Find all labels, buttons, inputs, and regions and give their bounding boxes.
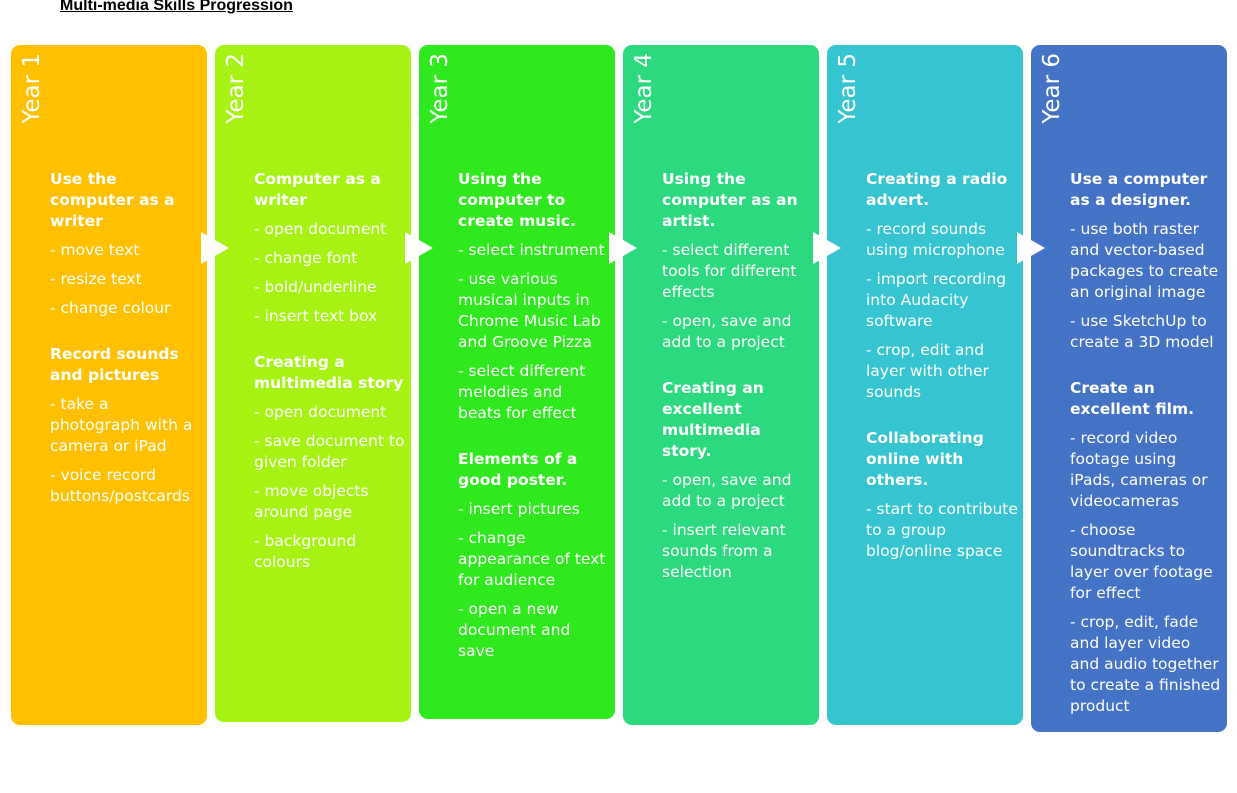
- skill-item: - select instrument: [458, 241, 605, 259]
- skill-item: - choose soundtracks to layer over foota…: [1070, 521, 1213, 602]
- year-column-3: Year 3 Using the computer to create music…: [419, 45, 615, 719]
- skill-section: Record sounds and pictures - take a photo…: [50, 344, 202, 507]
- year-content: Using the computer to create music. - sel…: [458, 169, 610, 662]
- skill-item: - record video footage using iPads, came…: [1070, 429, 1208, 510]
- year-label: Year 6: [1039, 53, 1065, 124]
- section-heading: Collaborating online with others.: [866, 429, 984, 489]
- year-content: Use the computer as a writer - move text -…: [50, 169, 202, 507]
- year-column-2: Year 2 Computer as a writer - open documen…: [215, 45, 411, 722]
- page-title: Multi-media Skills Progression: [60, 0, 293, 14]
- skill-item: - insert relevant sounds from a selectio…: [662, 521, 786, 581]
- progression-arrow-icon: [1017, 232, 1045, 264]
- section-heading: Computer as a writer: [254, 170, 381, 209]
- year-content: Computer as a writer - open document - cha…: [254, 169, 406, 573]
- section-heading: Record sounds and pictures: [50, 345, 179, 384]
- skill-item: - crop, edit and layer with other sounds: [866, 341, 989, 401]
- skill-section: Use a computer as a designer. - use both …: [1070, 169, 1222, 353]
- skill-item: - change appearance of text for audience: [458, 529, 606, 589]
- skill-item: - open, save and add to a project: [662, 312, 792, 351]
- progression-arrow-icon: [405, 232, 433, 264]
- section-heading: Use a computer as a designer.: [1070, 170, 1208, 209]
- skill-section: Creating a radio advert. - record sounds …: [866, 169, 1018, 403]
- skill-item: - voice record buttons/postcards: [50, 466, 190, 505]
- skill-section: Using the computer to create music. - sel…: [458, 169, 610, 424]
- skill-section: Collaborating online with others. - start…: [866, 428, 1018, 562]
- skill-item: - use SketchUp to create a 3D model: [1070, 312, 1214, 351]
- year-content: Using the computer as an artist. - select…: [662, 169, 814, 583]
- year-column-1: Year 1 Use the computer as a writer - move…: [11, 45, 207, 725]
- skill-item: - crop, edit, fade and layer video and a…: [1070, 613, 1221, 715]
- section-heading: Creating an excellent multimedia story.: [662, 379, 764, 460]
- skill-item: - record sounds using microphone: [866, 220, 1005, 259]
- year-content: Creating a radio advert. - record sounds …: [866, 169, 1018, 562]
- skill-item: - start to contribute to a group blog/on…: [866, 500, 1018, 560]
- year-content: Use a computer as a designer. - use both …: [1070, 169, 1222, 717]
- year-column-5: Year 5 Creating a radio advert. - record s…: [827, 45, 1023, 725]
- skill-section: Elements of a good poster. - insert pictu…: [458, 449, 610, 662]
- skill-item: - open document: [254, 403, 387, 421]
- skill-item: - import recording into Audacity softwar…: [866, 270, 1007, 330]
- skill-item: - select different tools for different e…: [662, 241, 797, 301]
- skill-item: - select different melodies and beats fo…: [458, 362, 586, 422]
- progression-arrow-icon: [201, 232, 229, 264]
- skill-item: - open a new document and save: [458, 600, 571, 660]
- skill-section: Using the computer as an artist. - select…: [662, 169, 814, 353]
- year-label: Year 5: [835, 53, 861, 124]
- skill-item: - insert text box: [254, 307, 378, 325]
- year-label: Year 4: [631, 53, 657, 124]
- skill-section: Creating an excellent multimedia story. -…: [662, 378, 814, 583]
- year-label: Year 3: [427, 53, 453, 124]
- skill-item: - use various musical inputs in Chrome M…: [458, 270, 601, 351]
- skill-item: - move objects around page: [254, 482, 369, 521]
- section-heading: Creating a radio advert.: [866, 170, 1008, 209]
- year-column-6: Year 6 Use a computer as a designer. - use…: [1031, 45, 1227, 732]
- skill-item: - insert pictures: [458, 500, 580, 518]
- section-heading: Create an excellent film.: [1070, 379, 1195, 418]
- skill-item: - move text: [50, 241, 140, 259]
- skill-section: Computer as a writer - open document - cha…: [254, 169, 406, 327]
- skill-section: Creating a multimedia story - open docume…: [254, 352, 406, 573]
- section-heading: Using the computer as an artist.: [662, 170, 798, 230]
- year-column-4: Year 4 Using the computer as an artist. - …: [623, 45, 819, 725]
- section-heading: Use the computer as a writer: [50, 170, 175, 230]
- skill-item: - change font: [254, 249, 358, 267]
- skill-item: - take a photograph with a camera or iPa…: [50, 395, 193, 455]
- progression-arrow-icon: [609, 232, 637, 264]
- section-heading: Using the computer to create music.: [458, 170, 576, 230]
- section-heading: Elements of a good poster.: [458, 450, 578, 489]
- year-label: Year 2: [223, 53, 249, 124]
- skill-item: - open document: [254, 220, 387, 238]
- skill-item: - change colour: [50, 299, 171, 317]
- year-label: Year 1: [19, 53, 45, 124]
- skill-item: - bold/underline: [254, 278, 377, 296]
- progression-arrow-icon: [813, 232, 841, 264]
- skill-item: - resize text: [50, 270, 142, 288]
- skill-item: - background colours: [254, 532, 357, 571]
- section-heading: Creating a multimedia story: [254, 353, 404, 392]
- skill-item: - use both raster and vector-based packa…: [1070, 220, 1219, 301]
- skill-section: Create an excellent film. - record video …: [1070, 378, 1222, 717]
- skill-item: - open, save and add to a project: [662, 471, 792, 510]
- skill-section: Use the computer as a writer - move text -…: [50, 169, 202, 319]
- skill-item: - save document to given folder: [254, 432, 405, 471]
